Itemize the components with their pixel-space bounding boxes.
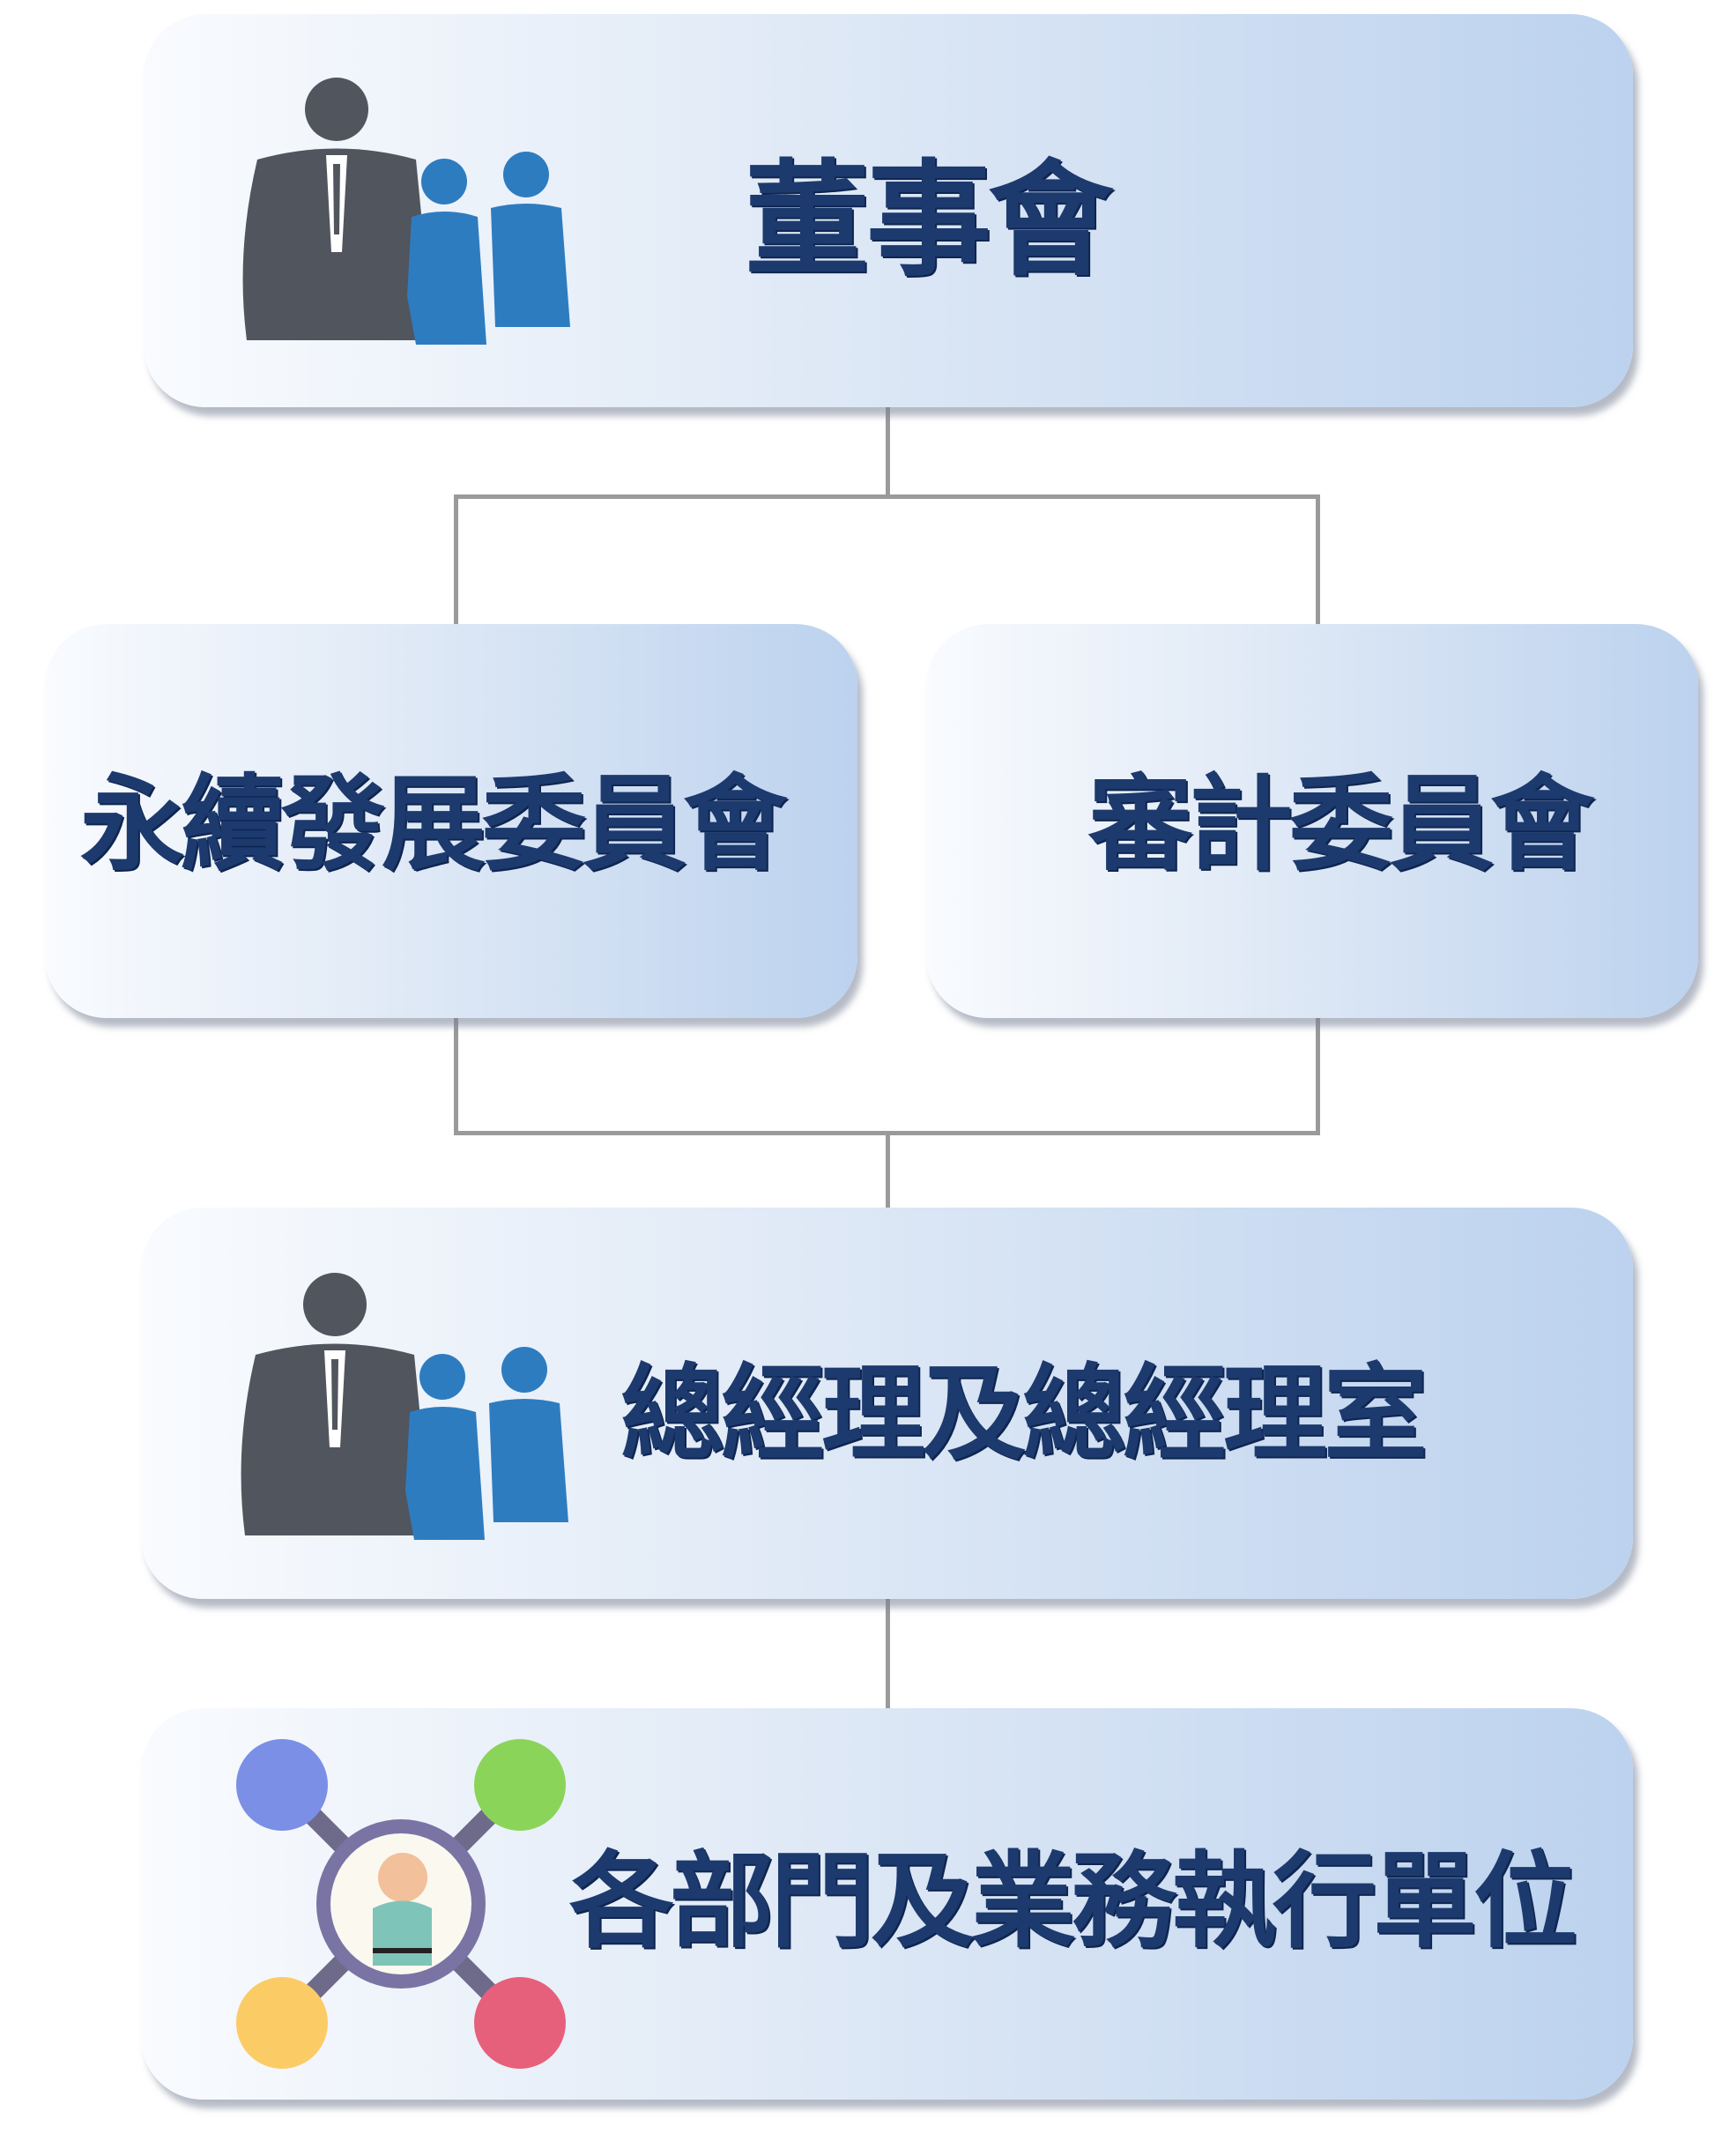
general-manager-label: 總經理及總經理室 [620,1352,1428,1475]
people-icon [241,1273,568,1540]
connector-line [886,1131,890,1210]
audit-committee-label: 審計委員會 [1088,762,1594,885]
sustainability-committee-label: 永續發展委員會 [80,762,787,885]
connector-line [454,1018,458,1134]
audit-committee-box: 審計委員會 [926,624,1698,1018]
connector-line [454,494,458,627]
general-manager-box: 總經理及總經理室 [141,1208,1633,1599]
people-icon [242,78,570,345]
connector-line [1316,1018,1320,1134]
departments-label: 各部門及業務執行單位 [569,1840,1577,1962]
connector-line [1316,494,1320,627]
connector-line [886,407,890,498]
departments-box: 各部門及業務執行單位 [141,1708,1633,2100]
connector-line [454,494,1320,499]
board-label: 董事會 [745,147,1113,294]
network-icon [236,1739,566,2069]
connector-line [886,1599,890,1710]
board-box: 董事會 [144,14,1633,407]
sustainability-committee-box: 永續發展委員會 [45,624,857,1018]
